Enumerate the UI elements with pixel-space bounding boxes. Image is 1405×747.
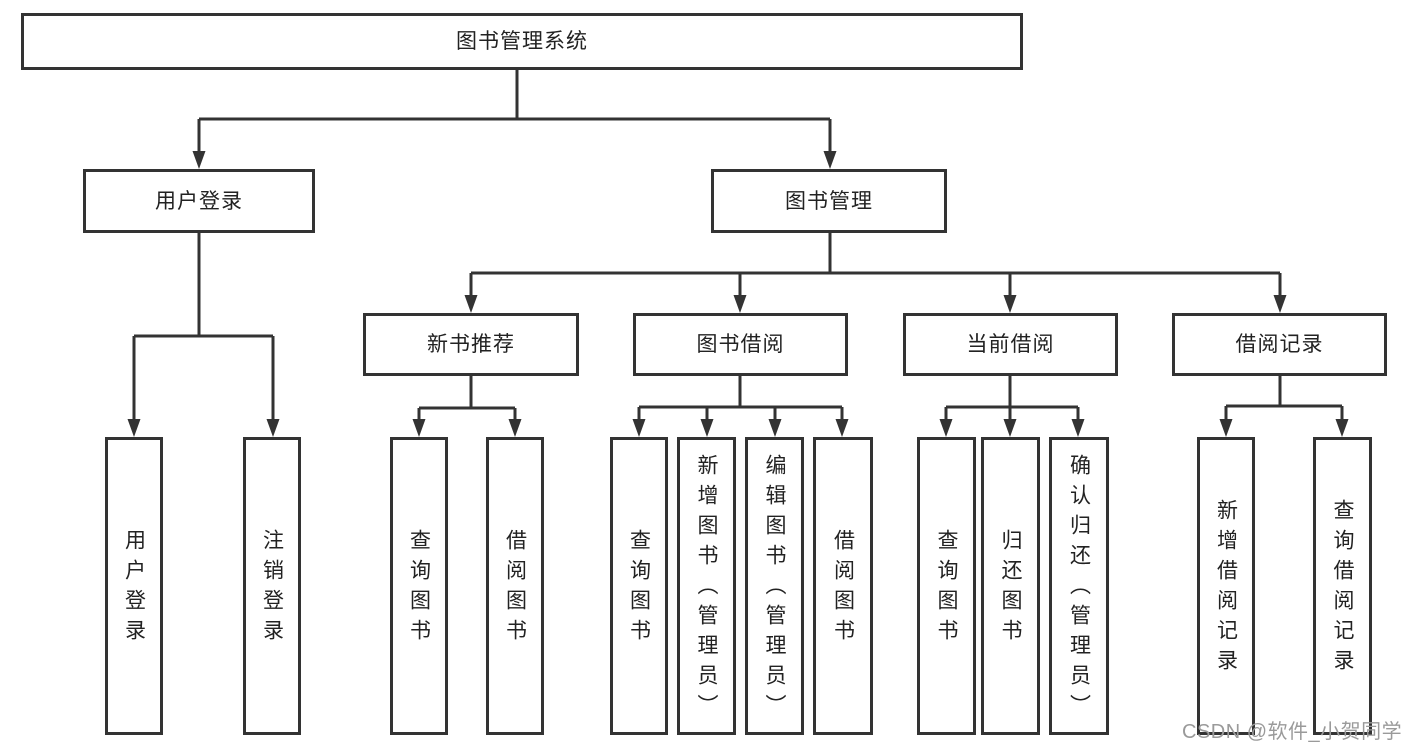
leaf-add-books-admin: 新增图书（管理员）	[677, 437, 736, 735]
node-new-book-recommend: 新书推荐	[363, 313, 579, 376]
leaf-add-borrow-record: 新增借阅记录	[1197, 437, 1255, 735]
leaf-query-books-borrowing: 查询图书	[610, 437, 668, 735]
node-book-borrowing: 图书借阅	[633, 313, 848, 376]
node-book-management: 图书管理	[711, 169, 947, 233]
leaf-return-books: 归还图书	[981, 437, 1040, 735]
leaf-user-login: 用户登录	[105, 437, 163, 735]
node-borrowing-records: 借阅记录	[1172, 313, 1387, 376]
leaf-query-books-current: 查询图书	[917, 437, 976, 735]
csdn-watermark: CSDN @软件_小贺同学	[1182, 721, 1403, 743]
leaf-borrow-books-borrowing: 借阅图书	[813, 437, 873, 735]
leaf-edit-books-admin: 编辑图书（管理员）	[745, 437, 804, 735]
leaf-query-books-recommend: 查询图书	[390, 437, 448, 735]
node-current-borrowing: 当前借阅	[903, 313, 1118, 376]
node-user-login: 用户登录	[83, 169, 315, 233]
leaf-logout: 注销登录	[243, 437, 301, 735]
leaf-confirm-return-admin: 确认归还（管理员）	[1049, 437, 1109, 735]
leaf-query-borrow-record: 查询借阅记录	[1313, 437, 1372, 735]
leaf-borrow-books-recommend: 借阅图书	[486, 437, 544, 735]
node-library-system: 图书管理系统	[21, 13, 1023, 70]
